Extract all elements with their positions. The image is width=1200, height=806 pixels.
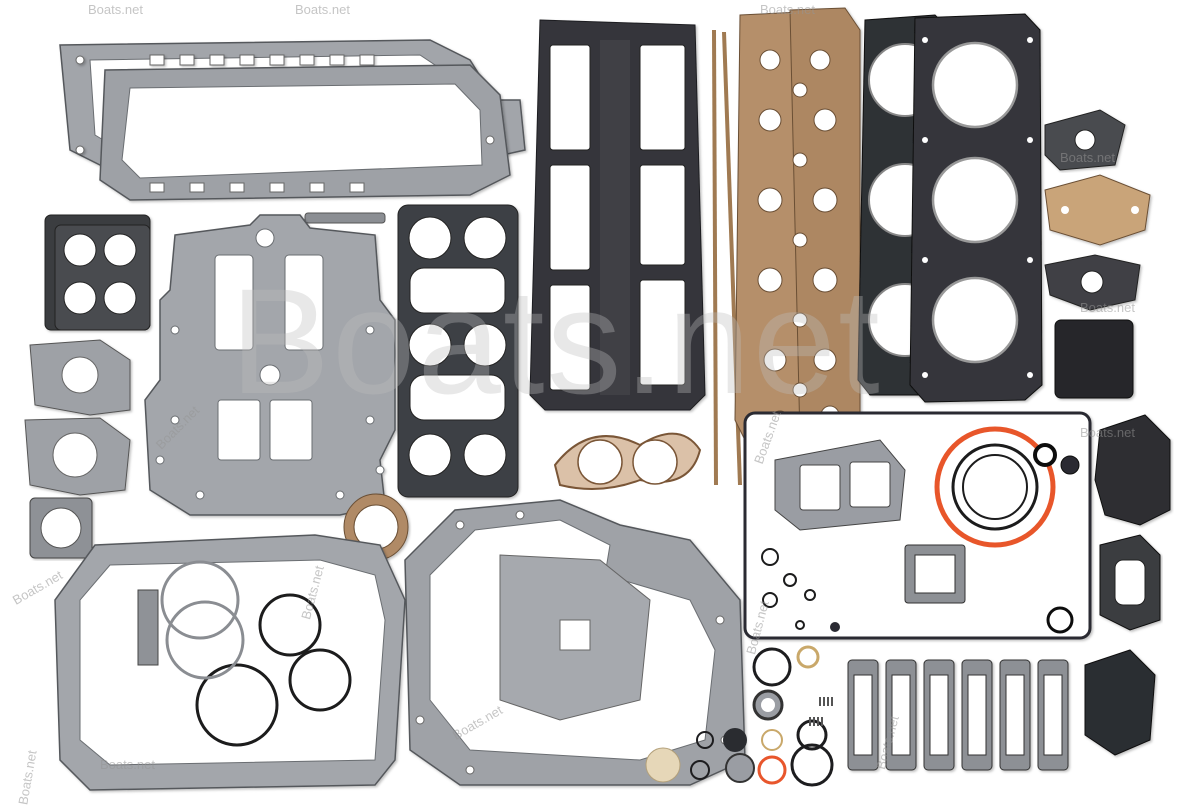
seals-and-o-rings (645, 645, 834, 787)
lower-unit-gasket-kit (743, 411, 1092, 640)
small-strip-gasket (304, 212, 386, 224)
fuel-pump-gasket-middle (1044, 254, 1141, 311)
cork-cylinder-gaskets (734, 7, 861, 456)
exhaust-cover-gasket (529, 19, 706, 411)
fuel-pump-cork-gasket (1044, 174, 1151, 246)
square-port-gasket (29, 497, 93, 559)
diaphragm-large (1094, 414, 1171, 526)
long-plate-gasket (75, 54, 511, 201)
reed-plate-gaskets-row (847, 659, 1069, 771)
fuel-pump-gasket-lower (1099, 534, 1161, 631)
thermostat-gasket-left (24, 417, 131, 496)
exhaust-housing-gasket (404, 499, 746, 786)
powerhead-base-gasket (144, 214, 396, 516)
four-port-reed-gasket (44, 214, 151, 331)
lower-adapter-plate-gasket (54, 534, 406, 791)
water-pump-gasket (29, 339, 131, 416)
fuel-pump-gasket-top (1044, 109, 1126, 171)
cork-ring-gaskets (553, 432, 702, 490)
diaphragm-block-gasket (1054, 319, 1134, 399)
cylinder-head-gasket-front (909, 13, 1043, 403)
eight-bore-gasket (397, 204, 519, 498)
diaphragm-bottom (1084, 649, 1156, 756)
